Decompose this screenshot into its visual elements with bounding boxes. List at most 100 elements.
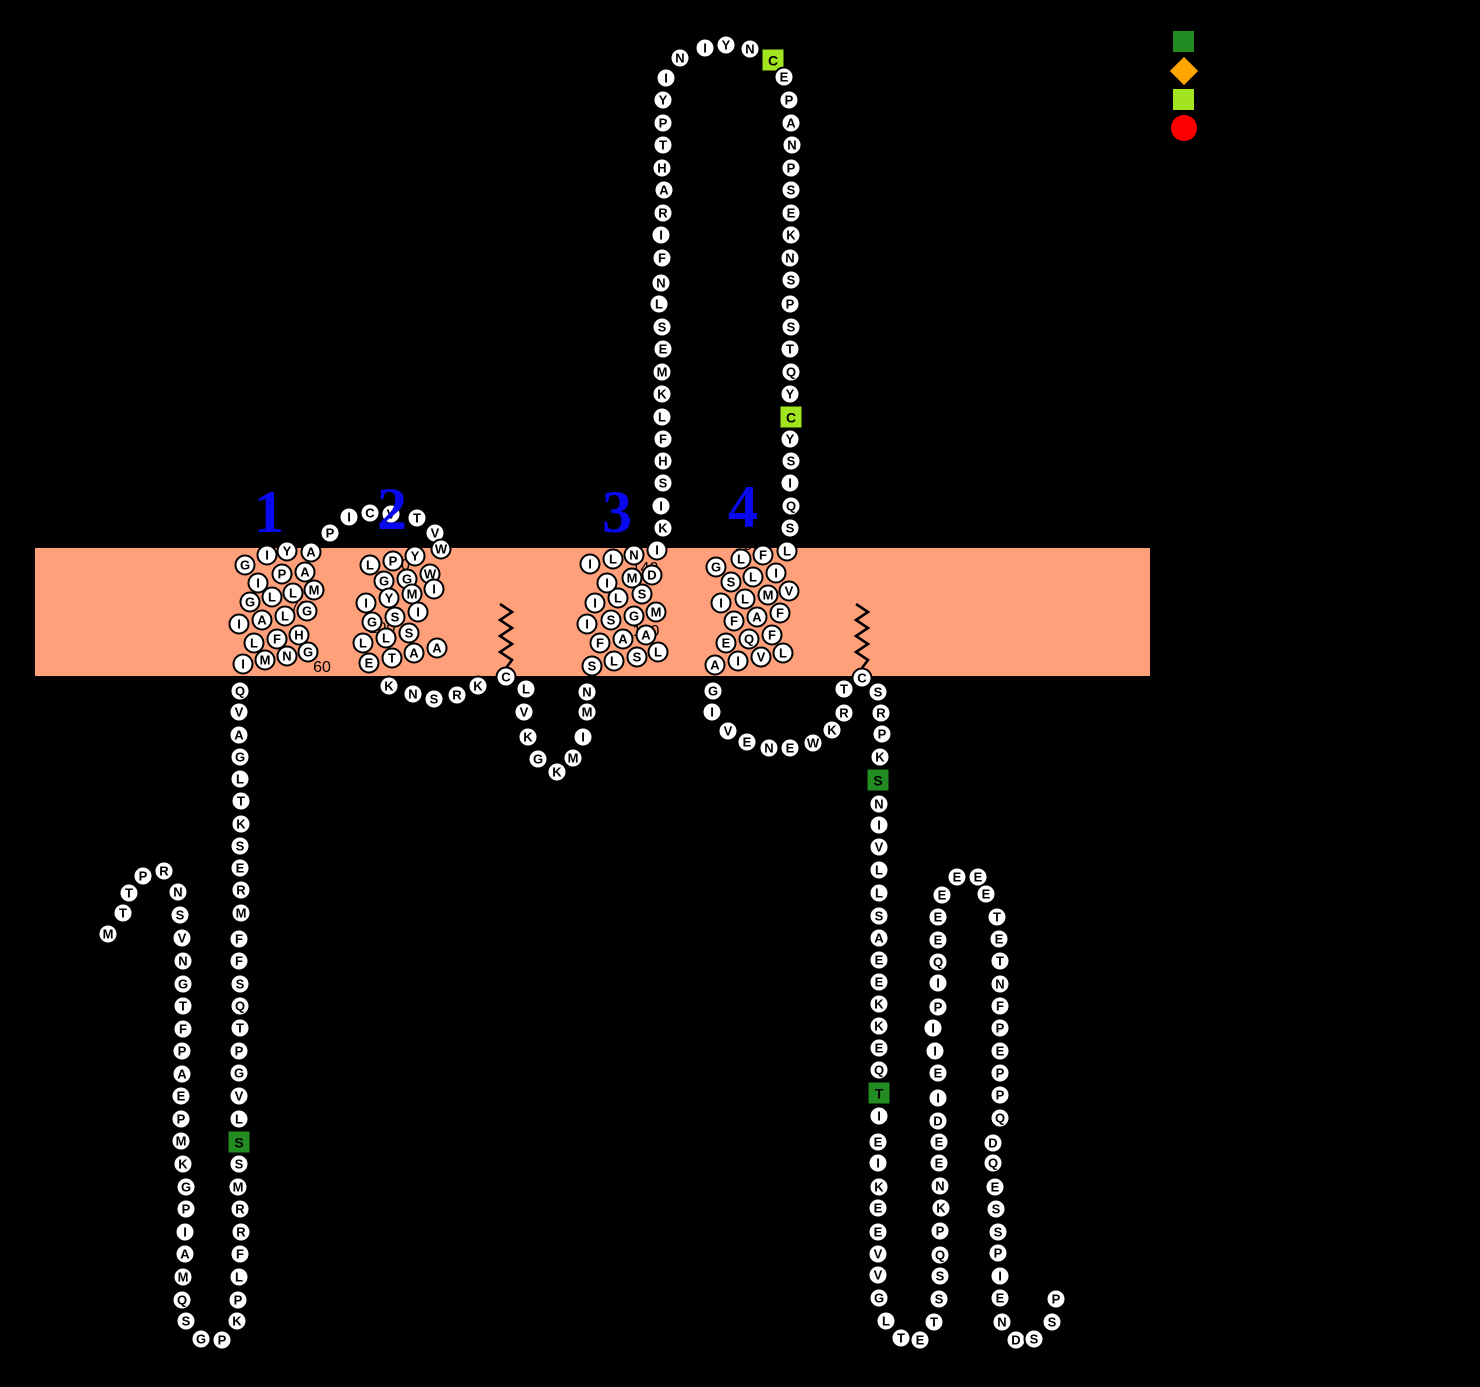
residue-P: P <box>989 1017 1011 1039</box>
residue-E: E <box>928 1131 950 1153</box>
residue-E: E <box>927 929 949 951</box>
residue-T: T <box>172 995 194 1017</box>
residue-F: F <box>228 928 250 950</box>
residue-K: K <box>652 517 674 539</box>
residue-I: I <box>579 553 601 575</box>
residue-P: P <box>778 89 800 111</box>
residue-M: M <box>576 701 598 723</box>
residue-S: S <box>868 905 890 927</box>
residue-N: N <box>868 793 890 815</box>
residue-P: P <box>227 1289 249 1311</box>
residue-L: L <box>282 582 304 604</box>
residue-K: K <box>869 746 891 768</box>
residue-V: V <box>867 1264 889 1286</box>
residue-M: M <box>303 579 325 601</box>
residue-E: E <box>928 1152 950 1174</box>
residue-K: K <box>651 383 673 405</box>
position-label-60: 60 <box>313 659 331 676</box>
residue-V: V <box>513 701 535 723</box>
residue-P: P <box>271 563 293 585</box>
residue-Q: Q <box>780 361 802 383</box>
residue-R: R <box>229 1198 251 1220</box>
residue-N: N <box>929 1175 951 1197</box>
residue-E: E <box>867 1131 889 1153</box>
residue-K: K <box>780 224 802 246</box>
residue-L: L <box>651 406 673 428</box>
residue-N: N <box>779 247 801 269</box>
residue-I: I <box>927 972 949 994</box>
residue-N: N <box>781 134 803 156</box>
palmitoylation-zigzag-right <box>853 602 871 669</box>
residue-H: H <box>652 450 674 472</box>
residue-K: K <box>930 1197 952 1219</box>
residue-A: A <box>612 628 634 650</box>
residue-Q: Q <box>868 1059 890 1081</box>
residue-L: L <box>228 1266 250 1288</box>
residue-A: A <box>746 606 768 628</box>
residue-T: T <box>890 1327 912 1349</box>
residue-E: E <box>946 866 968 888</box>
residue-E: E <box>989 1287 1011 1309</box>
residue-I: I <box>338 506 360 528</box>
residue-I: I <box>423 578 445 600</box>
residue-K: K <box>868 1015 890 1037</box>
residue-I: I <box>228 613 250 635</box>
residue-I: I <box>596 572 618 594</box>
residue-R: R <box>870 702 892 724</box>
residue-I: I <box>727 650 749 672</box>
residue-S: S <box>780 269 802 291</box>
residue-G: G <box>296 600 318 622</box>
residue-S: S <box>384 606 406 628</box>
residue-F: F <box>589 632 611 654</box>
residue-A: A <box>780 112 802 134</box>
residue-T: T <box>230 790 252 812</box>
residue-A: A <box>403 642 425 664</box>
residue-A: A <box>294 561 316 583</box>
residue-R: R <box>446 684 468 706</box>
residue-K: K <box>467 675 489 697</box>
residue-K: K <box>172 1153 194 1175</box>
residue-E: E <box>736 731 758 753</box>
residue-T: T <box>833 678 855 700</box>
residue-A: A <box>251 609 273 631</box>
residue-R: R <box>230 1221 252 1243</box>
residue-A: A <box>653 179 675 201</box>
residue-Y: Y <box>652 89 674 111</box>
residue-V: V <box>171 927 193 949</box>
residue-N: N <box>989 973 1011 995</box>
residue-N: N <box>991 1311 1013 1333</box>
residue-P: P <box>170 1108 192 1130</box>
residue-M: M <box>757 584 779 606</box>
residue-E: E <box>867 1221 889 1243</box>
residue-G: G <box>361 611 383 633</box>
residue-E: E <box>988 928 1010 950</box>
residue-S: S <box>228 1153 250 1175</box>
residue-A: A <box>426 637 448 659</box>
residue-K: K <box>546 761 568 783</box>
dark-green-square-marker <box>1173 31 1194 52</box>
residue-Y: Y <box>404 545 426 567</box>
residue-I: I <box>584 592 606 614</box>
residue-S: S <box>779 517 801 539</box>
residue-I: I <box>256 544 278 566</box>
light-green-square-marker <box>1173 89 1194 110</box>
highlighted-residue-T: T <box>868 1082 890 1104</box>
highlighted-residue-C: C <box>762 49 784 71</box>
residue-L: L <box>261 586 283 608</box>
residue-E: E <box>780 202 802 224</box>
residue-A: A <box>635 624 657 646</box>
residue-S: S <box>229 973 251 995</box>
residue-E: E <box>909 1329 931 1351</box>
residue-E: E <box>868 971 890 993</box>
residue-S: S <box>169 904 191 926</box>
residue-I: I <box>868 814 890 836</box>
residue-Y: Y <box>715 34 737 56</box>
residue-P: P <box>779 293 801 315</box>
residue-S: S <box>423 688 445 710</box>
residue-Q: Q <box>229 680 251 702</box>
residue-V: V <box>228 701 250 723</box>
residue-E: E <box>927 906 949 928</box>
residue-G: G <box>234 554 256 576</box>
